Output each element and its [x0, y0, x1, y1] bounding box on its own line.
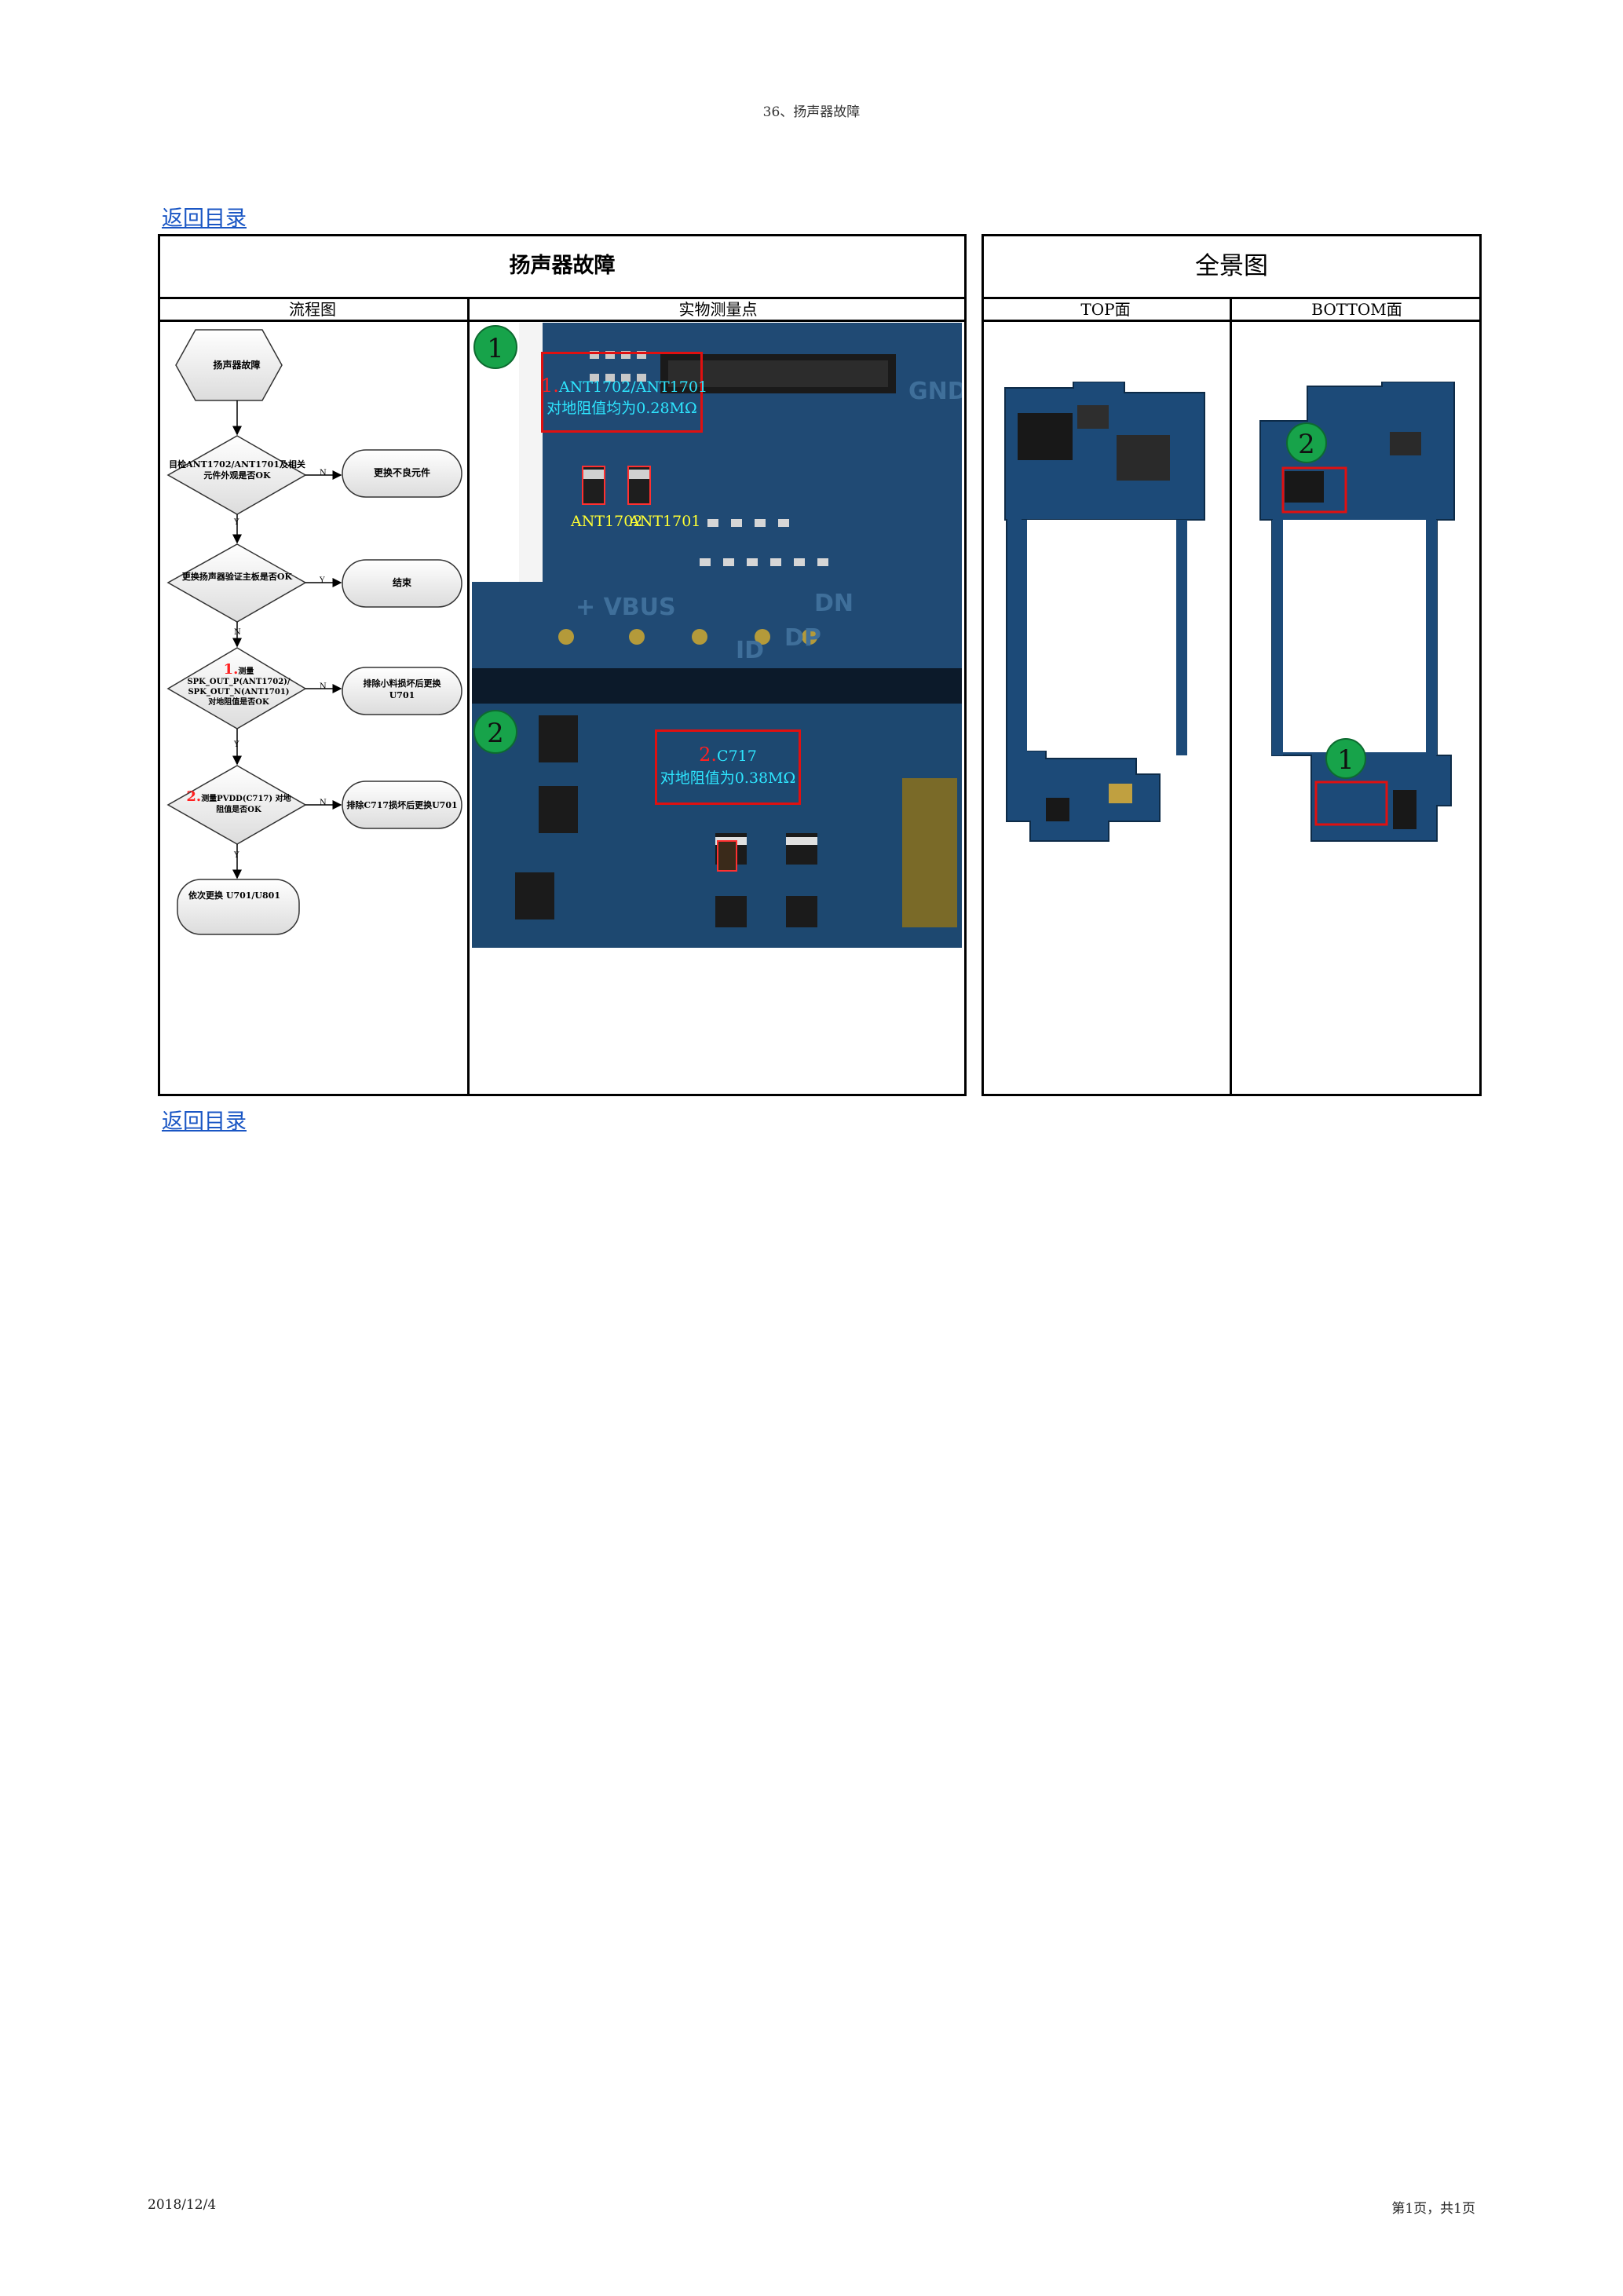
left-panel-title: 扬声器故障: [509, 254, 616, 278]
measure-1-value: 对地阻值均为0.28MΩ: [546, 400, 697, 417]
pcb-illustration: [472, 323, 962, 948]
left-panel: [158, 234, 967, 1096]
flow-d2-no: N: [234, 628, 241, 637]
measure-2-label: 2.C717: [655, 744, 801, 766]
footer-date: 2018/12/4: [148, 2197, 217, 2213]
measure-point-1-badge: 1: [473, 325, 517, 369]
flow-result-2-label: 结束: [392, 577, 411, 588]
result-2-box: [342, 559, 462, 608]
decision-2: [166, 543, 307, 623]
overview-point-1-badge: 1: [1325, 738, 1366, 779]
col-header-bottom: BOTTOM面: [1311, 300, 1402, 319]
flow-d4-no: N: [320, 799, 327, 807]
page-header: 36、扬声器故障: [762, 104, 861, 120]
measure-2-highlight: [655, 729, 801, 805]
board-top-view: [1004, 382, 1205, 842]
silk-id: ID: [736, 637, 765, 664]
divider: [467, 297, 470, 1096]
flowchart: [166, 329, 462, 935]
label-ant1702: ANT1702: [571, 513, 643, 530]
measure-1-label: 1.ANT1702/ANT1701: [541, 375, 707, 397]
flow-d4-yes: Y: [234, 851, 239, 860]
back-to-contents-link-bottom[interactable]: 返回目录: [162, 1110, 247, 1134]
silk-dn: DN: [814, 590, 854, 617]
col-header-measure: 实物测量点: [678, 300, 758, 319]
footer-page-number: 第1页，共1页: [1391, 2201, 1475, 2217]
flow-decision-1-label: 目检ANT1702/ANT1701及相关元件外观是否OK: [169, 459, 305, 481]
flow-end-label: 依次更换 U701/U801: [188, 890, 280, 901]
flow-decision-4-label: 2.测量PVDD(C717) 对地阻值是否OK: [185, 790, 292, 816]
flow-decision-3-label: 1.测量 SPK_OUT_P(ANT1702)/ SPK_OUT_N(ANT17…: [185, 661, 292, 707]
result-1-box: [342, 449, 462, 498]
measure-point-2-badge: 2: [473, 710, 517, 754]
flow-d3-text: 测量 SPK_OUT_P(ANT1702)/ SPK_OUT_N(ANT1701…: [187, 667, 291, 707]
flow-d2-yes: Y: [320, 576, 325, 585]
flow-start-label: 扬声器故障: [213, 360, 261, 371]
col-header-flowchart: 流程图: [289, 300, 336, 319]
silk-dp: DP: [784, 624, 821, 652]
flow-d4-text: 测量PVDD(C717) 对地阻值是否OK: [201, 795, 291, 814]
flow-d3-num: 1.: [223, 661, 239, 678]
silk-gnd: GND: [908, 378, 962, 405]
flow-result-1-label: 更换不良元件: [373, 467, 430, 478]
flow-d1-yes: Y: [234, 518, 239, 527]
measure-2-num: 2.: [699, 744, 718, 766]
measure-2-part: C717: [717, 748, 757, 765]
divider: [158, 297, 967, 299]
end-box: [177, 879, 300, 935]
divider: [158, 320, 967, 322]
measurement-photo: 1 2 1.ANT1702/ANT1701 对地阻值均为0.28MΩ ANT17…: [472, 323, 962, 948]
flow-result-4-label: 排除C717损坏后更换U701: [346, 800, 458, 810]
col-header-top: TOP面: [1080, 300, 1131, 319]
measure-1-highlight: [541, 352, 703, 433]
silk-vbus: + VBUS: [576, 594, 676, 621]
label-ant1701: ANT1701: [629, 513, 701, 530]
back-to-contents-link-top[interactable]: 返回目录: [162, 207, 247, 231]
flow-d4-num: 2.: [186, 788, 202, 805]
result-4-box: [342, 781, 462, 829]
flow-decision-2-label: 更换扬声器验证主板是否OK: [181, 572, 293, 582]
flow-d3-yes: Y: [234, 740, 239, 749]
flow-d1-no: N: [320, 469, 327, 477]
result-3-box: [342, 667, 462, 715]
board-bottom-view: [1259, 382, 1455, 842]
flow-d3-no: N: [320, 682, 327, 691]
flow-result-3-label: 排除小料损坏后更换U701: [363, 678, 441, 700]
measure-2-value: 对地阻值为0.38MΩ: [660, 770, 796, 787]
measure-1-part: ANT1702/ANT1701: [558, 378, 708, 396]
measure-1-num: 1.: [541, 375, 559, 397]
divider: [1230, 297, 1232, 1096]
overview-point-2-badge: 2: [1286, 422, 1327, 463]
right-panel-title: 全景图: [1195, 252, 1268, 280]
start-hexagon: [175, 329, 283, 401]
